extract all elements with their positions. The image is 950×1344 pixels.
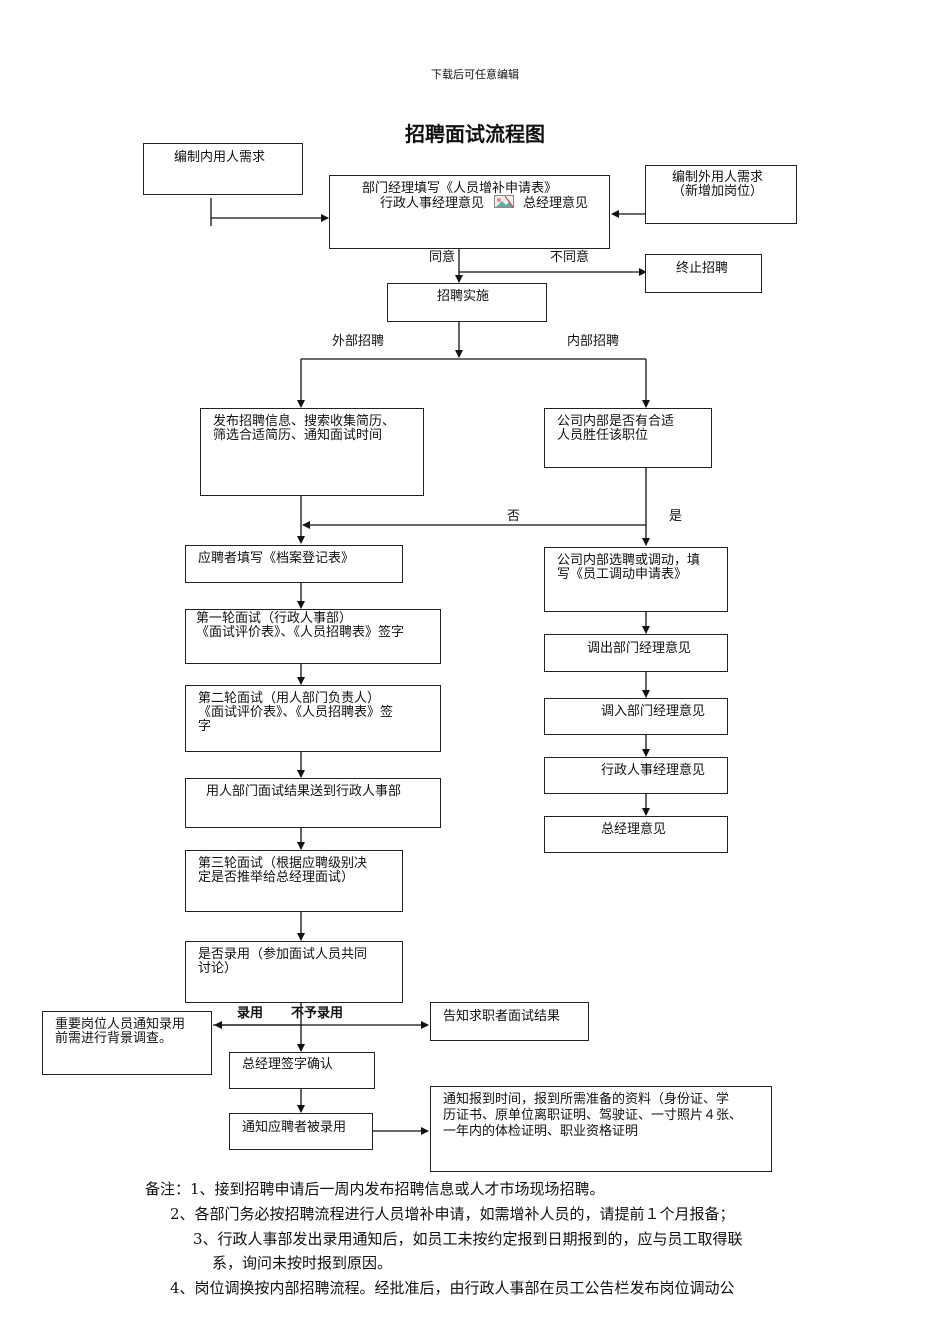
background-check-text: 重要岗位人员通知录用 前需进行背景调查。 xyxy=(55,1017,186,1046)
note-3: 3、行政人事部发出录用通知后，如员工未按约定报到日期报到的，应与员工取得联 xyxy=(193,1230,743,1248)
register-text: 应聘者填写《档案登记表》 xyxy=(198,551,355,566)
round3-box: 第三轮面试（根据应聘级别决 定是否推举给总经理面试） xyxy=(185,850,403,912)
round1-box: 第一轮面试（行政人事部） 《面试评价表》、《人员招聘表》签字 xyxy=(185,609,441,664)
label-hire: 录用 xyxy=(237,1006,264,1021)
notify-result-text: 告知求职者面试结果 xyxy=(443,1009,561,1024)
note-3-cont: 系，询问未按时报到原因。 xyxy=(212,1254,393,1272)
note-4: 4、岗位调换按内部招聘流程。经批准后，由行政人事部在员工公告栏发布岗位调动公 xyxy=(170,1279,735,1297)
implement-text: 招聘实施 xyxy=(437,289,490,304)
label-yes: 是 xyxy=(669,509,683,524)
broken-image-icon xyxy=(494,195,514,208)
notify-hired-text: 通知应聘者被录用 xyxy=(242,1120,347,1135)
send-result-box: 用人部门面试结果送到行政人事部 xyxy=(185,778,441,828)
round3-text: 第三轮面试（根据应聘级别决 定是否推举给总经理面试） xyxy=(198,856,368,885)
report-info-box: 通知报到时间，报到所需准备的资料（身份证、学 历证书、原单位离职证明、驾驶证、一… xyxy=(430,1086,772,1172)
notify-result-box: 告知求职者面试结果 xyxy=(430,1002,589,1041)
gm-opinion-text: 总经理意见 xyxy=(601,822,667,837)
label-disagree: 不同意 xyxy=(550,250,590,265)
label-not-hire: 不予录用 xyxy=(291,1006,344,1021)
hire-decision-box: 是否录用（参加面试人员共同 讨论） xyxy=(185,941,403,1003)
out-dept-box: 调出部门经理意见 xyxy=(544,634,728,672)
internal-need-text: 编制内用人需求 xyxy=(174,150,266,165)
note-2: 2、各部门务必按招聘流程进行人员增补申请，如需增补人员的，请提前１个月报备； xyxy=(170,1205,735,1223)
in-dept-text: 调入部门经理意见 xyxy=(601,704,706,719)
publish-text: 发布招聘信息、搜索收集简历、 筛选合适简历、通知面试时间 xyxy=(213,414,396,443)
transfer-text: 公司内部选聘或调动，填 写《员工调动申请表》 xyxy=(557,553,701,582)
note-1: 备注：1、接到招聘申请后一周内发布招聘信息或人才市场现场招聘。 xyxy=(145,1180,605,1198)
internal-check-box: 公司内部是否有合适 人员胜任该职位 xyxy=(544,408,712,468)
report-info-text: 通知报到时间，报到所需准备的资料（身份证、学 历证书、原单位离职证明、驾驶证、一… xyxy=(443,1092,743,1139)
manager-form-box: 部门经理填写《人员增补申请表》 行政人事经理意见 总经理意见 xyxy=(329,175,610,249)
page-title: 招聘面试流程图 xyxy=(405,122,545,146)
manager-form-line1: 部门经理填写《人员增补申请表》 xyxy=(362,181,558,196)
gm-sign-text: 总经理签字确认 xyxy=(242,1057,334,1072)
label-no: 否 xyxy=(507,509,521,524)
round2-box: 第二轮面试（用人部门负责人） 《面试评价表》、《人员招聘表》签 字 xyxy=(185,685,441,752)
internal-need-box: 编制内用人需求 xyxy=(143,143,303,195)
hire-decision-text: 是否录用（参加面试人员共同 讨论） xyxy=(198,947,368,976)
stop-box: 终止招聘 xyxy=(645,254,762,293)
hr-manager-box: 行政人事经理意见 xyxy=(544,757,728,794)
external-need-text: 编制外用人需求 （新增加岗位） xyxy=(672,170,764,199)
internal-check-text: 公司内部是否有合适 人员胜任该职位 xyxy=(557,414,675,443)
implement-box: 招聘实施 xyxy=(387,283,547,322)
external-need-box: 编制外用人需求 （新增加岗位） xyxy=(645,165,797,224)
background-check-box: 重要岗位人员通知录用 前需进行背景调查。 xyxy=(42,1011,212,1075)
publish-box: 发布招聘信息、搜索收集简历、 筛选合适简历、通知面试时间 xyxy=(200,408,424,496)
label-agree: 同意 xyxy=(429,250,456,265)
transfer-box: 公司内部选聘或调动，填 写《员工调动申请表》 xyxy=(544,547,728,612)
register-box: 应聘者填写《档案登记表》 xyxy=(185,545,403,583)
manager-form-line2a: 行政人事经理意见 xyxy=(380,196,485,211)
gm-sign-box: 总经理签字确认 xyxy=(229,1052,375,1089)
label-internal: 内部招聘 xyxy=(567,334,620,349)
hr-manager-text: 行政人事经理意见 xyxy=(601,763,706,778)
send-result-text: 用人部门面试结果送到行政人事部 xyxy=(206,784,402,799)
round1-text: 第一轮面试（行政人事部） 《面试评价表》、《人员招聘表》签字 xyxy=(196,611,405,640)
gm-opinion-box: 总经理意见 xyxy=(544,816,728,853)
out-dept-text: 调出部门经理意见 xyxy=(587,641,692,656)
in-dept-box: 调入部门经理意见 xyxy=(544,698,728,735)
round2-text: 第二轮面试（用人部门负责人） 《面试评价表》、《人员招聘表》签 字 xyxy=(198,691,394,734)
stop-text: 终止招聘 xyxy=(676,261,729,276)
manager-form-line2b: 总经理意见 xyxy=(523,196,589,211)
header-note: 下载后可任意编辑 xyxy=(431,68,519,81)
notify-hired-box: 通知应聘者被录用 xyxy=(229,1113,373,1150)
label-external: 外部招聘 xyxy=(332,334,385,349)
